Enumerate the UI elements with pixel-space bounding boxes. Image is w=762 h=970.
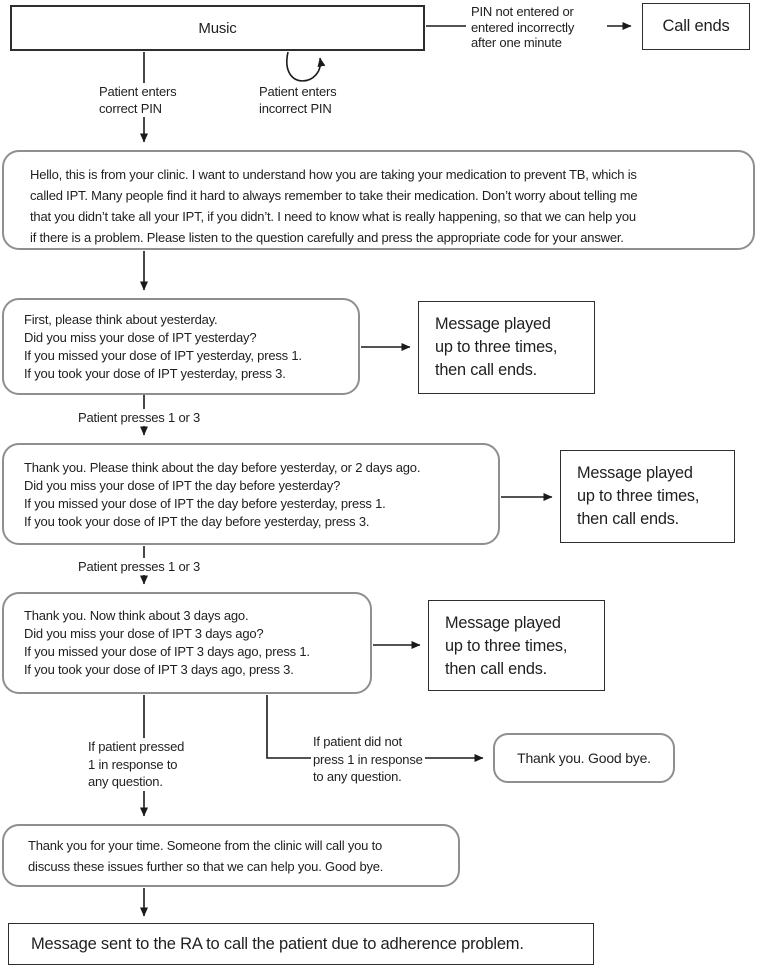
question-three-days-box: Thank you. Now think about 3 days ago. D… xyxy=(2,592,372,694)
message-played-box-2: Message played up to three times, then c… xyxy=(560,450,735,543)
ra-message-box: Message sent to the RA to call the patie… xyxy=(8,923,594,965)
ra-message-label: Message sent to the RA to call the patie… xyxy=(31,934,524,953)
branch-pressed-1-label: If patient pressed 1 in response to any … xyxy=(86,738,187,791)
call-ends-label: Call ends xyxy=(662,17,730,35)
incorrect-pin-label: Patient enters incorrect PIN xyxy=(257,83,339,117)
music-box: Music xyxy=(10,5,425,51)
arrow-incorrect-pin-loop xyxy=(286,51,326,82)
message-played-box-1: Message played up to three times, then c… xyxy=(418,301,595,394)
message-played-box-3: Message played up to three times, then c… xyxy=(428,600,605,691)
correct-pin-label: Patient enters correct PIN xyxy=(97,83,179,117)
greeting-box: Hello, this is from your clinic. I want … xyxy=(2,150,755,250)
presses-label-2: Patient presses 1 or 3 xyxy=(76,558,203,575)
music-label: Music xyxy=(198,19,237,37)
question-yesterday-box: First, please think about yesterday. Did… xyxy=(2,298,360,395)
pin-timeout-label: PIN not entered or entered incorrectly a… xyxy=(469,4,577,51)
branch-not-pressed-1-label: If patient did not press 1 in response t… xyxy=(311,733,425,786)
closing-message-box: Thank you for your time. Someone from th… xyxy=(2,824,460,887)
thank-you-goodbye-label: Thank you. Good bye. xyxy=(517,750,651,766)
call-ends-box: Call ends xyxy=(642,3,750,50)
presses-label-1: Patient presses 1 or 3 xyxy=(76,409,203,426)
question-day-before-box: Thank you. Please think about the day be… xyxy=(2,443,500,545)
thank-you-goodbye-box: Thank you. Good bye. xyxy=(493,733,675,783)
